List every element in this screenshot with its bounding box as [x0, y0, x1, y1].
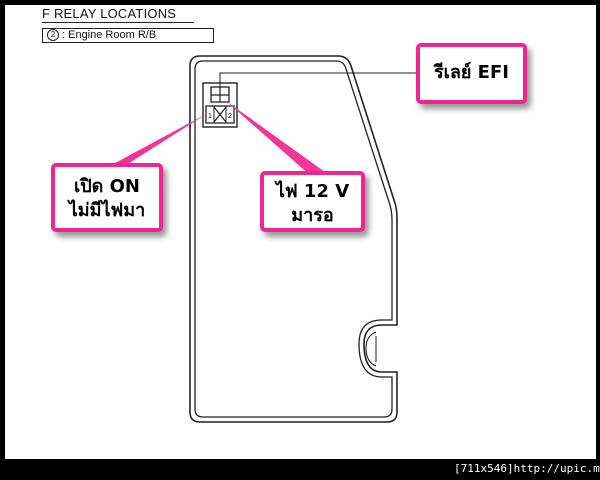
page-title: F RELAY LOCATIONS — [42, 6, 177, 21]
efi-leader-line — [219, 72, 416, 87]
image-host-url[interactable]: http://upic.me/ — [513, 462, 600, 475]
twelve-volt-callout: ไฟ 12 V มารอ — [260, 171, 365, 232]
subtitle-box — [42, 28, 214, 43]
twelve-volt-callout-line1: ไฟ 12 V — [275, 181, 350, 202]
relay-pin-1-label: 1 — [208, 113, 212, 120]
relay-pin-2-label: 2 — [228, 113, 232, 120]
ignition-on-callout-line2: ไม่มีไฟมา — [68, 200, 146, 221]
efi-relay-callout: รีเลย์ EFI — [416, 43, 527, 104]
relay-box-outer-outline — [189, 55, 398, 423]
efi-relay-cross-b — [213, 106, 227, 123]
on-callout-pointer — [104, 113, 208, 169]
title-underline — [42, 22, 194, 23]
twelve-volt-callout-line2: มารอ — [291, 205, 334, 226]
efi-relay-callout-text: รีเลย์ EFI — [434, 62, 509, 83]
ignition-on-callout: เปิด ON ไม่มีไฟมา — [51, 163, 163, 232]
relay-box-notch — [365, 331, 377, 367]
image-host-footer: [711x546]http://upic.me/ — [454, 462, 600, 475]
ignition-on-callout-line1: เปิด ON — [74, 176, 140, 197]
subtitle-label: : Engine Room R/B — [62, 29, 157, 41]
v12-callout-pointer — [226, 101, 332, 177]
relay-box-inner-outline — [194, 60, 393, 418]
image-size-label: [711x546] — [454, 462, 514, 475]
subtitle-number-badge: 2 — [47, 29, 59, 41]
